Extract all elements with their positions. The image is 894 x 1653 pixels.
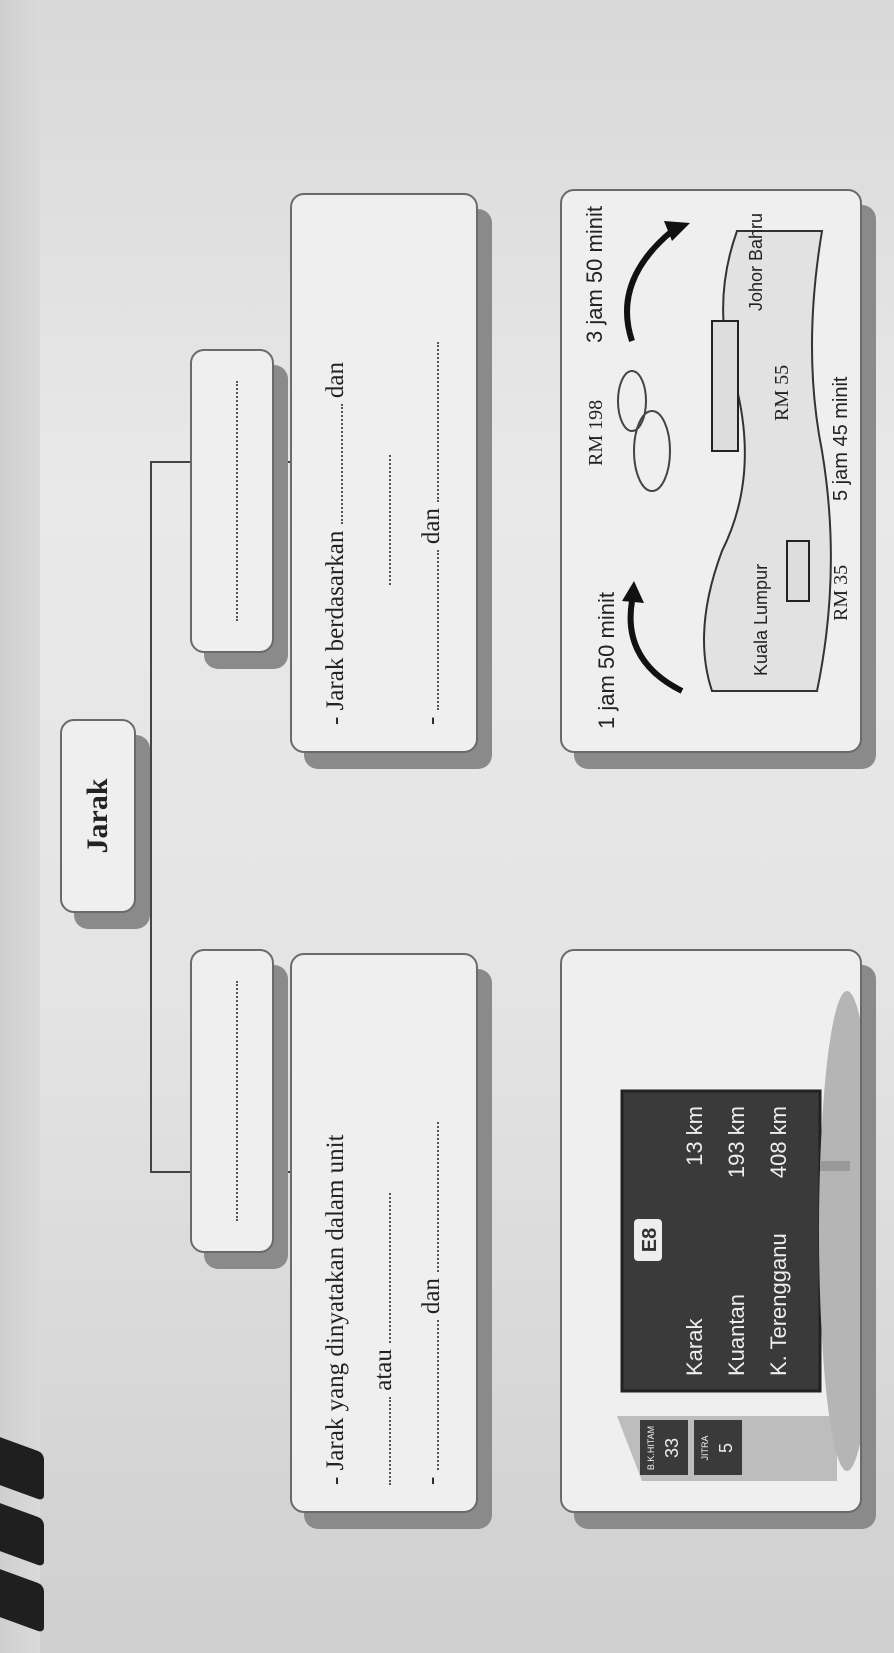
category-blank-box-right xyxy=(190,349,274,653)
answer-blank xyxy=(437,341,439,502)
answer-blank xyxy=(341,404,343,525)
left-atau-word: atau xyxy=(370,1349,397,1391)
route-badge-text: E8 xyxy=(639,1228,661,1252)
sign-place-label: Karak xyxy=(682,1318,707,1376)
left-line-3: - dan xyxy=(408,981,456,1485)
answer-blank xyxy=(389,455,391,585)
origin-label: Kuala Lumpur xyxy=(751,564,771,676)
route-badge xyxy=(634,1219,662,1261)
answer-blank xyxy=(437,1121,439,1272)
sign-bkhitam-label: B.K.HITAM xyxy=(646,1426,656,1470)
sign-distance-label: 408 km xyxy=(766,1106,791,1178)
right-line-1-text: - Jarak berdasarkan xyxy=(322,530,349,725)
binder-ring xyxy=(0,1498,44,1568)
road-sign-panel xyxy=(694,1420,742,1475)
sign-jitra-value: 5 xyxy=(716,1443,736,1453)
answer-blank xyxy=(437,550,439,711)
left-line-2: atau xyxy=(360,981,408,1485)
left-description-box: - Jarak yang dinyatakan dalam unit atau … xyxy=(290,953,478,1513)
sign-distance-label: 193 km xyxy=(724,1106,749,1178)
travel-map-illustration: 1 jam 50 minit 3 jam 50 minit RM 198 Kua… xyxy=(582,206,852,729)
sign-place-label: Kuantan xyxy=(724,1294,749,1376)
right-line-3: - dan xyxy=(408,221,456,725)
answer-blank xyxy=(389,1192,391,1343)
arrow-head xyxy=(622,581,644,603)
right-time-label: 3 jam 50 minit xyxy=(582,206,607,343)
bushes xyxy=(819,991,862,1471)
title-box: Jarak xyxy=(60,719,136,913)
connector-line xyxy=(150,463,152,1173)
left-time-label: 1 jam 50 minit xyxy=(594,592,619,729)
bus-icon xyxy=(786,540,810,602)
left-dash: - xyxy=(418,1476,445,1485)
right-dan-word-2: dan xyxy=(418,508,445,545)
right-description-box: - Jarak berdasarkan dan - dan xyxy=(290,193,478,753)
sign-jitra-label: JITRA xyxy=(700,1435,710,1460)
left-dan-word: dan xyxy=(418,1278,445,1315)
road-sign-illustration: B.K.HITAM 33 JITRA 5 E8 Karak 13 km Kuanta… xyxy=(617,991,862,1481)
answer-blank xyxy=(437,1320,439,1471)
cloud xyxy=(633,410,671,492)
sign-pole xyxy=(820,1161,850,1171)
page-title: Jarak xyxy=(81,778,114,854)
answer-line xyxy=(236,381,238,621)
train-fare-label: RM 55 xyxy=(771,365,793,421)
right-line-2 xyxy=(360,221,408,725)
right-flight-arrow xyxy=(624,228,674,342)
left-flight-arrow xyxy=(627,600,684,694)
right-line-1: - Jarak berdasarkan dan xyxy=(312,221,360,725)
binder-ring xyxy=(0,1432,44,1502)
road-sign-box: B.K.HITAM 33 JITRA 5 E8 Karak 13 km Kuanta… xyxy=(560,949,862,1513)
plane-fare-label: RM 198 xyxy=(585,400,607,466)
sign-bkhitam-value: 33 xyxy=(662,1438,682,1458)
destination-label: Johor Bahru xyxy=(746,213,766,311)
sign-place-label: K. Terengganu xyxy=(766,1233,791,1376)
right-dan-word-1: dan xyxy=(322,362,349,399)
binder-ring xyxy=(0,1564,44,1634)
travel-map-box: 1 jam 50 minit 3 jam 50 minit RM 198 Kua… xyxy=(560,189,862,753)
connector-line xyxy=(150,461,192,463)
sign-distance-label: 13 km xyxy=(682,1106,707,1166)
arrow-head xyxy=(664,221,690,241)
bus-fare-label: RM 35 xyxy=(830,565,852,621)
answer-blank xyxy=(389,1397,391,1485)
left-line-1: - Jarak yang dinyatakan dalam unit xyxy=(322,1134,349,1485)
right-dash: - xyxy=(418,716,445,725)
road-sign-panel xyxy=(640,1420,688,1475)
binding-strip xyxy=(0,0,44,1653)
category-blank-box-left xyxy=(190,949,274,1253)
sign-rows: Karak 13 km Kuantan 193 km K. Terengganu 408 … xyxy=(682,1106,791,1376)
cloud xyxy=(617,370,647,432)
bus-time-label: 5 jam 45 minit xyxy=(830,376,852,501)
train-icon xyxy=(711,320,739,452)
answer-line xyxy=(236,981,238,1221)
connector-line xyxy=(150,1171,192,1173)
